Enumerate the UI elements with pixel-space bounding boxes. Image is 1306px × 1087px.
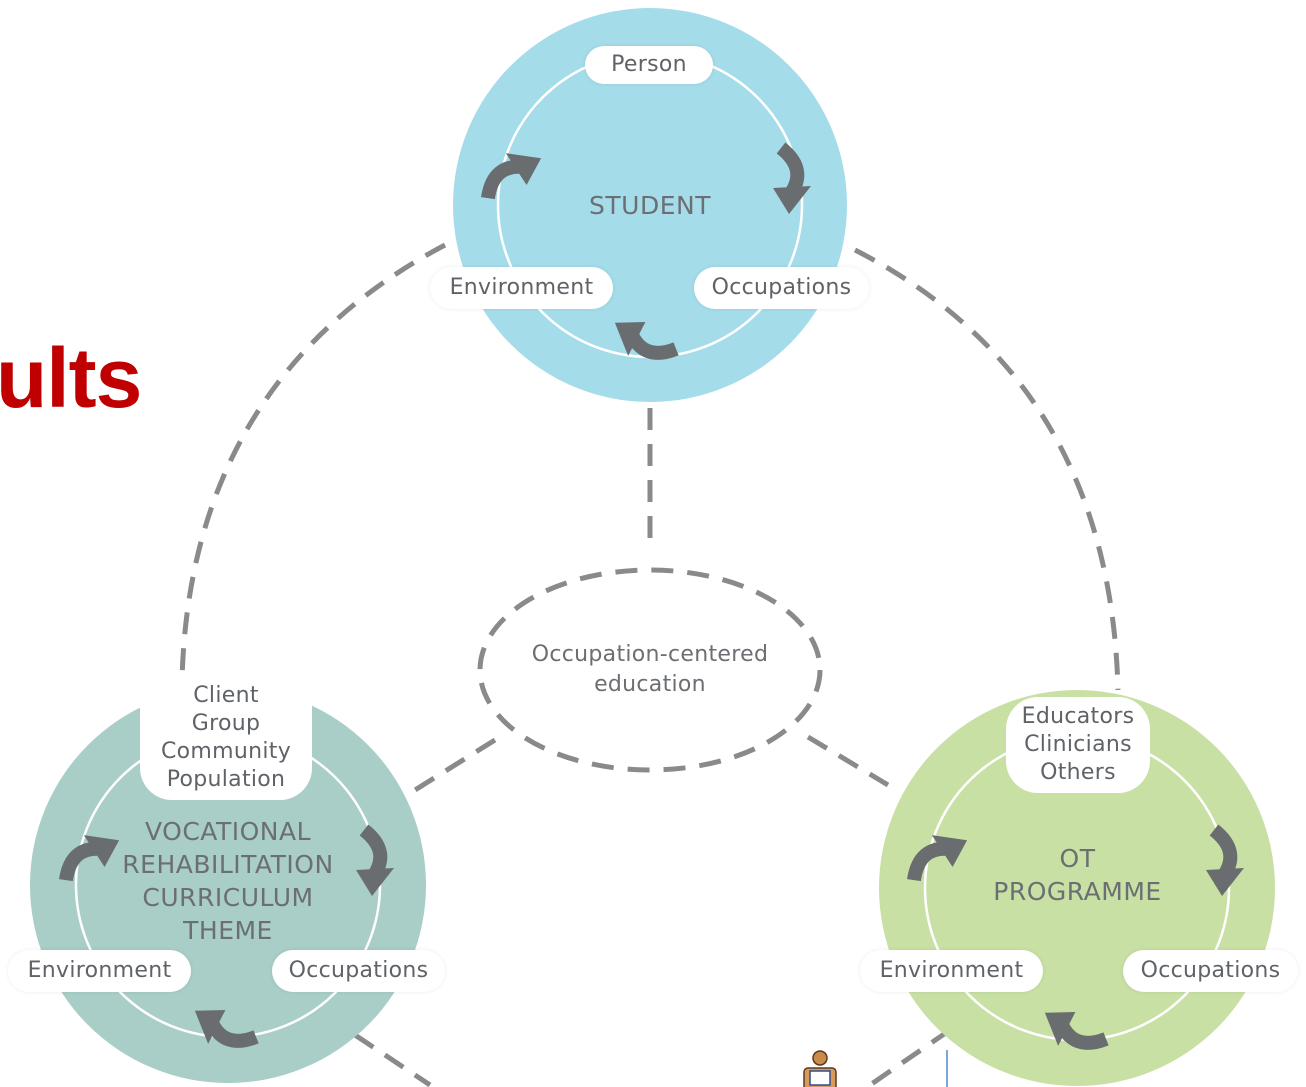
vocational-client-box: Client Group Community Population <box>140 676 312 800</box>
vocational-title-line-4: THEME <box>183 916 273 945</box>
ot-people-line-2: Clinicians <box>1024 732 1132 757</box>
connector-center-vocational <box>413 737 497 793</box>
vocational-title-line-2: REHABILITATION <box>122 850 334 879</box>
student-title-text: STUDENT <box>589 190 711 220</box>
dashed-connectors <box>179 242 1121 1087</box>
connector-right-arc <box>853 247 1121 691</box>
connector-left-arc <box>179 242 447 681</box>
vocational-client-line-2: Group <box>191 711 261 736</box>
vocational-title-line-1: VOCATIONAL <box>144 817 311 846</box>
vocational-occupations-label: Occupations <box>272 950 445 992</box>
connector-vocational-bottom <box>353 1032 432 1087</box>
student-title: STUDENT <box>560 185 740 225</box>
vocational-title: VOCATIONAL REHABILITATION CURRICULUM THE… <box>88 815 368 947</box>
connector-ot-bottom <box>868 1027 952 1087</box>
vocational-client-line-1: Client <box>193 683 259 708</box>
ot-title-line-2: PROGRAMME <box>993 877 1162 906</box>
ot-environment-label: Environment <box>860 950 1043 992</box>
student-person-label: Person <box>585 46 713 84</box>
ot-title-line-1: OT <box>1059 844 1096 873</box>
vocational-client-line-3: Community <box>160 739 292 764</box>
ot-title: OT PROGRAMME <box>950 842 1205 908</box>
slide-title-fragment: ults <box>0 331 142 425</box>
ot-occupations-label: Occupations <box>1123 950 1298 992</box>
vocational-client-line-4: Population <box>166 767 286 792</box>
connector-center-ot <box>806 734 890 788</box>
center-label-line-1: Occupation-centered <box>531 642 769 667</box>
center-ellipse <box>477 567 823 773</box>
vocational-environment-label: Environment <box>8 950 191 992</box>
ot-people-line-1: Educators <box>1021 704 1135 729</box>
student-environment-label: Environment <box>430 267 613 309</box>
vocational-title-line-3: CURRICULUM <box>142 883 314 912</box>
center-label: Occupation-centered education <box>495 640 805 700</box>
ot-people-line-3: Others <box>1040 760 1116 785</box>
center-label-line-2: education <box>594 672 706 697</box>
reader-figure-icon <box>803 1050 837 1087</box>
student-occupations-label: Occupations <box>694 267 869 309</box>
ot-people-box: Educators Clinicians Others <box>1006 697 1150 793</box>
